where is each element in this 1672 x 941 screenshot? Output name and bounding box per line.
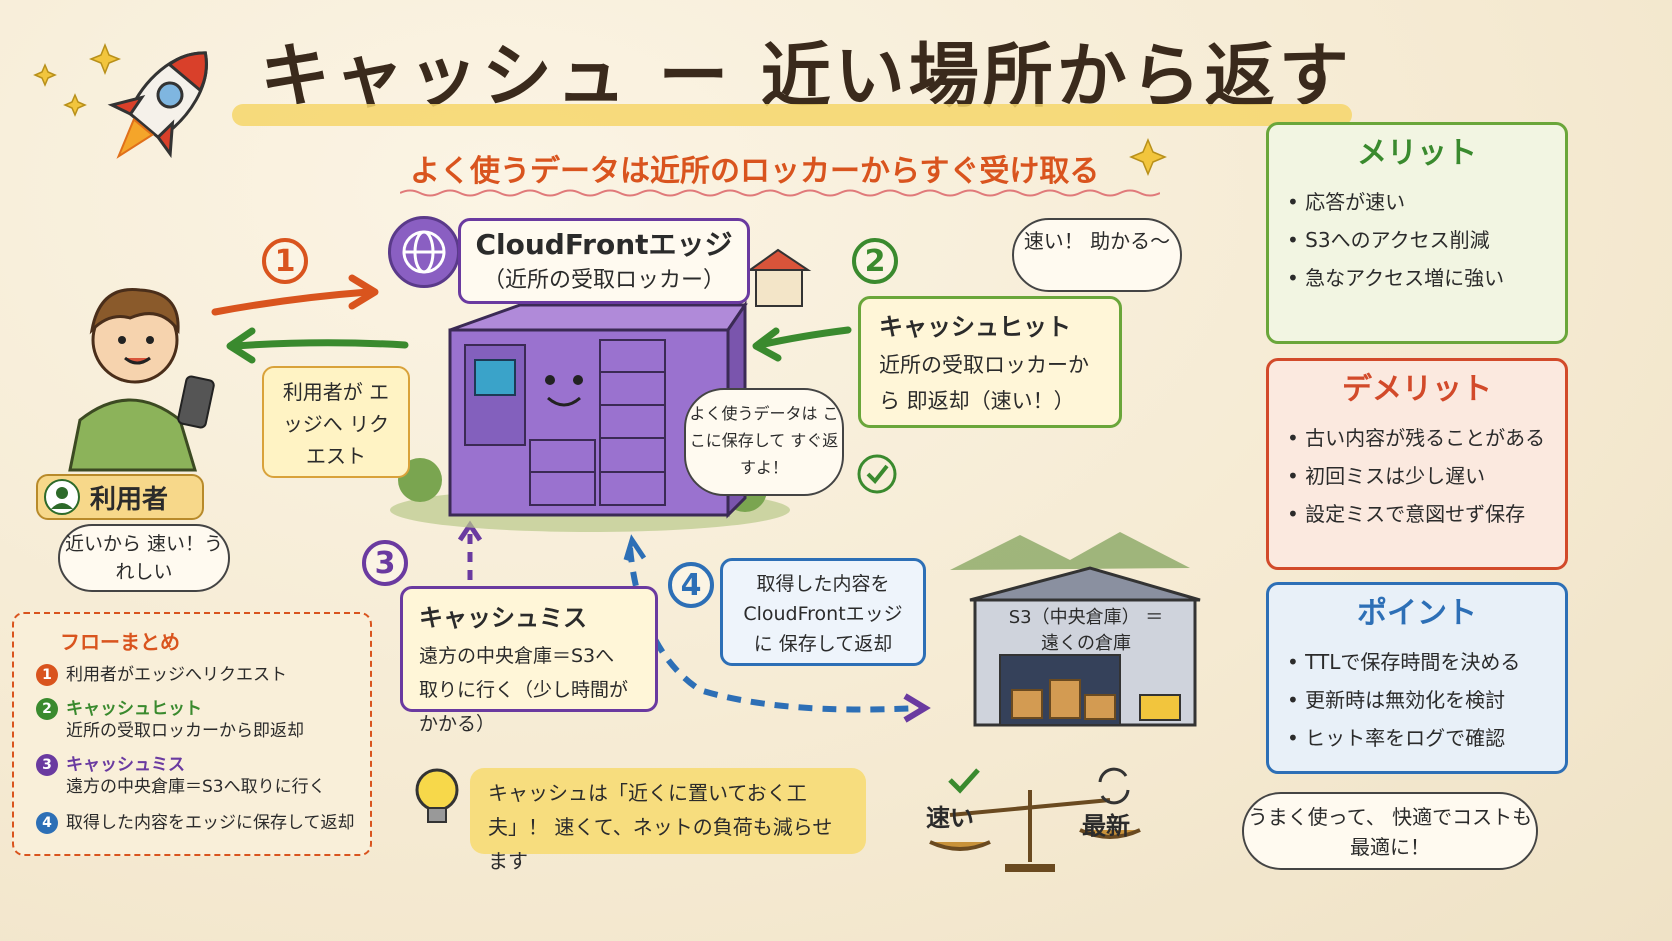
point-item: ヒット率をログで確認 bbox=[1287, 719, 1547, 757]
person-icon bbox=[44, 479, 80, 515]
cache-miss-title: キャッシュミス bbox=[419, 604, 587, 632]
store-return-box: 取得した内容を CloudFrontエッジに 保存して返却 bbox=[720, 558, 926, 666]
edge-label-box: CloudFrontエッジ （近所の受取ロッカー） bbox=[458, 218, 750, 304]
s3-label: S3（中央倉庫） ＝遠くの倉庫 bbox=[1008, 607, 1164, 654]
demerits-list: 古い内容が残ることがある 初回ミスは少し遅い 設定ミスで意図せず保存 bbox=[1287, 419, 1547, 533]
user-label: 利用者 bbox=[90, 484, 169, 515]
merits-title: メリット bbox=[1357, 136, 1477, 171]
rocket-icon bbox=[107, 51, 208, 159]
closing-bubble: うまく使って、 快適でコストも最適に！ bbox=[1242, 792, 1538, 870]
points-list: TTLで保存時間を決める 更新時は無効化を検討 ヒット率をログで確認 bbox=[1287, 643, 1547, 757]
title-highlight bbox=[232, 104, 1352, 126]
merits-panel: メリット 応答が速い S3へのアクセス削減 急なアクセス増に強い bbox=[1266, 122, 1568, 344]
step-1-number: 1 bbox=[262, 238, 308, 284]
demerit-item: 初回ミスは少し遅い bbox=[1287, 457, 1547, 495]
lightbulb-icon bbox=[415, 768, 459, 823]
page-title: キャッシュ ー 近い場所から返す bbox=[260, 35, 1353, 117]
refresh-icon bbox=[1098, 767, 1130, 805]
house-illustration bbox=[746, 248, 812, 307]
points-panel: ポイント TTLで保存時間を決める 更新時は無効化を検討 ヒット率をログで確認 bbox=[1266, 582, 1568, 774]
subtitle-underline bbox=[400, 189, 1160, 197]
demerits-panel: デメリット 古い内容が残ることがある 初回ミスは少し遅い 設定ミスで意図せず保存 bbox=[1266, 358, 1568, 570]
merit-item: 応答が速い bbox=[1287, 183, 1547, 221]
cache-hit-text: 近所の受取ロッカーから 即返却（速い！） bbox=[879, 353, 1089, 413]
warehouse-illustration bbox=[950, 532, 1201, 727]
point-item: 更新時は無効化を検討 bbox=[1287, 681, 1547, 719]
merit-item: S3へのアクセス削減 bbox=[1287, 221, 1547, 259]
cache-miss-box: キャッシュミス 遠方の中央倉庫＝S3へ 取りに行く（少し時間がかかる） bbox=[400, 586, 658, 735]
check-icon bbox=[948, 768, 980, 794]
merit-item: 急なアクセス増に強い bbox=[1287, 259, 1547, 297]
edge-title: CloudFrontエッジ bbox=[475, 228, 733, 261]
globe-icon bbox=[388, 216, 460, 288]
user-label-box: 利用者 bbox=[36, 474, 204, 520]
request-note: 利用者が エッジへ リクエスト bbox=[262, 366, 410, 478]
step-3-number: 3 bbox=[362, 540, 408, 586]
user-bubble: 近いから 速い！うれしい bbox=[58, 524, 230, 592]
step-2-number: 2 bbox=[852, 238, 898, 284]
demerit-item: 設定ミスで意図せず保存 bbox=[1287, 495, 1547, 533]
demerits-title: デメリット bbox=[1342, 372, 1492, 407]
step-4-number: 4 bbox=[668, 562, 714, 608]
user-illustration bbox=[68, 288, 215, 472]
cache-hit-box: キャッシュヒット 近所の受取ロッカーから 即返却（速い！） bbox=[858, 296, 1122, 428]
points-title: ポイント bbox=[1357, 596, 1477, 631]
locker-bubble: よく使うデータは ここに保存して すぐ返すよ！ bbox=[684, 388, 844, 496]
balance-left-label: 速い bbox=[926, 804, 974, 832]
point-item: TTLで保存時間を決める bbox=[1287, 643, 1547, 681]
flow-summary-title: フローまとめ bbox=[60, 630, 180, 654]
edge-subtitle: （近所の受取ロッカー） bbox=[482, 268, 725, 293]
step-2-bubble: 速い！ 助かる〜 bbox=[1012, 218, 1182, 292]
balance-right-label: 最新 bbox=[1082, 812, 1130, 840]
cache-miss-text: 遠方の中央倉庫＝S3へ 取りに行く（少し時間がかかる） bbox=[419, 645, 629, 735]
merits-list: 応答が速い S3へのアクセス削減 急なアクセス増に強い bbox=[1287, 183, 1547, 297]
sparkle-icon bbox=[33, 42, 1167, 176]
page-subtitle: よく使うデータは近所のロッカーからすぐ受け取る bbox=[410, 154, 1100, 189]
tip-box: キャッシュは「近くに置いておく工夫」！ 速くて、ネットの負荷も減らせます bbox=[470, 768, 866, 873]
demerit-item: 古い内容が残ることがある bbox=[1287, 419, 1547, 457]
balance-scale-illustration bbox=[929, 790, 1141, 872]
cache-hit-title: キャッシュヒット bbox=[879, 313, 1071, 341]
